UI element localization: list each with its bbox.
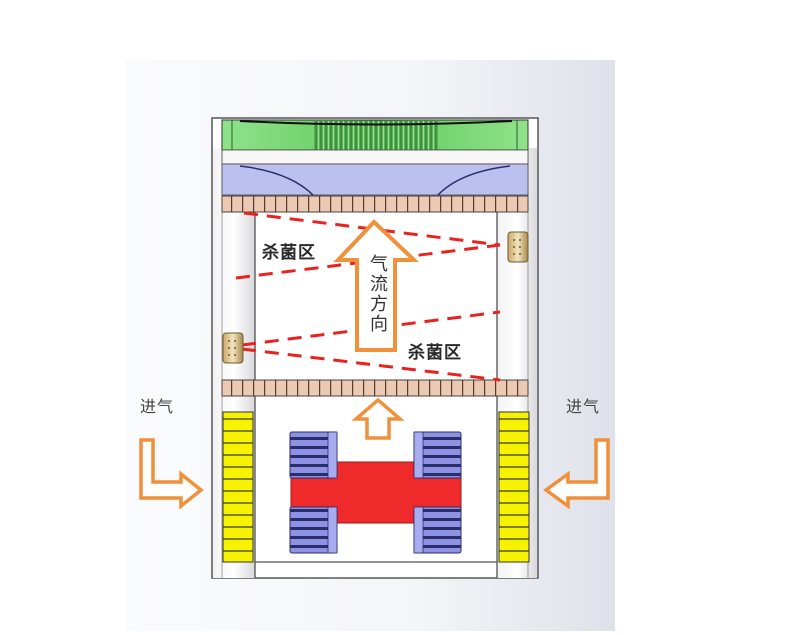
top-fan xyxy=(221,119,529,151)
airflow-direction-label: 气流方向 xyxy=(367,254,388,334)
air-diffuser xyxy=(221,149,529,196)
lower-filter xyxy=(221,379,529,397)
sterilization-zone-lower-label: 杀菌区 xyxy=(408,343,462,363)
intake-grille-left xyxy=(222,411,254,563)
intake-right-label: 进气 xyxy=(566,397,601,416)
intake-left-label: 进气 xyxy=(140,397,175,416)
airflow-arrow-icon xyxy=(333,219,420,352)
intake-arrow-left-icon xyxy=(139,438,204,510)
intake-arrow-right-icon xyxy=(543,438,610,510)
upper-filter xyxy=(221,195,529,213)
centrifugal-blower xyxy=(289,431,462,554)
blower-up-arrow-icon xyxy=(351,397,405,440)
uv-lamp-right xyxy=(507,231,529,263)
intake-grille-right xyxy=(498,411,530,563)
uv-lamp-left xyxy=(222,332,244,364)
sterilization-zone-upper-label: 杀菌区 xyxy=(262,243,316,263)
